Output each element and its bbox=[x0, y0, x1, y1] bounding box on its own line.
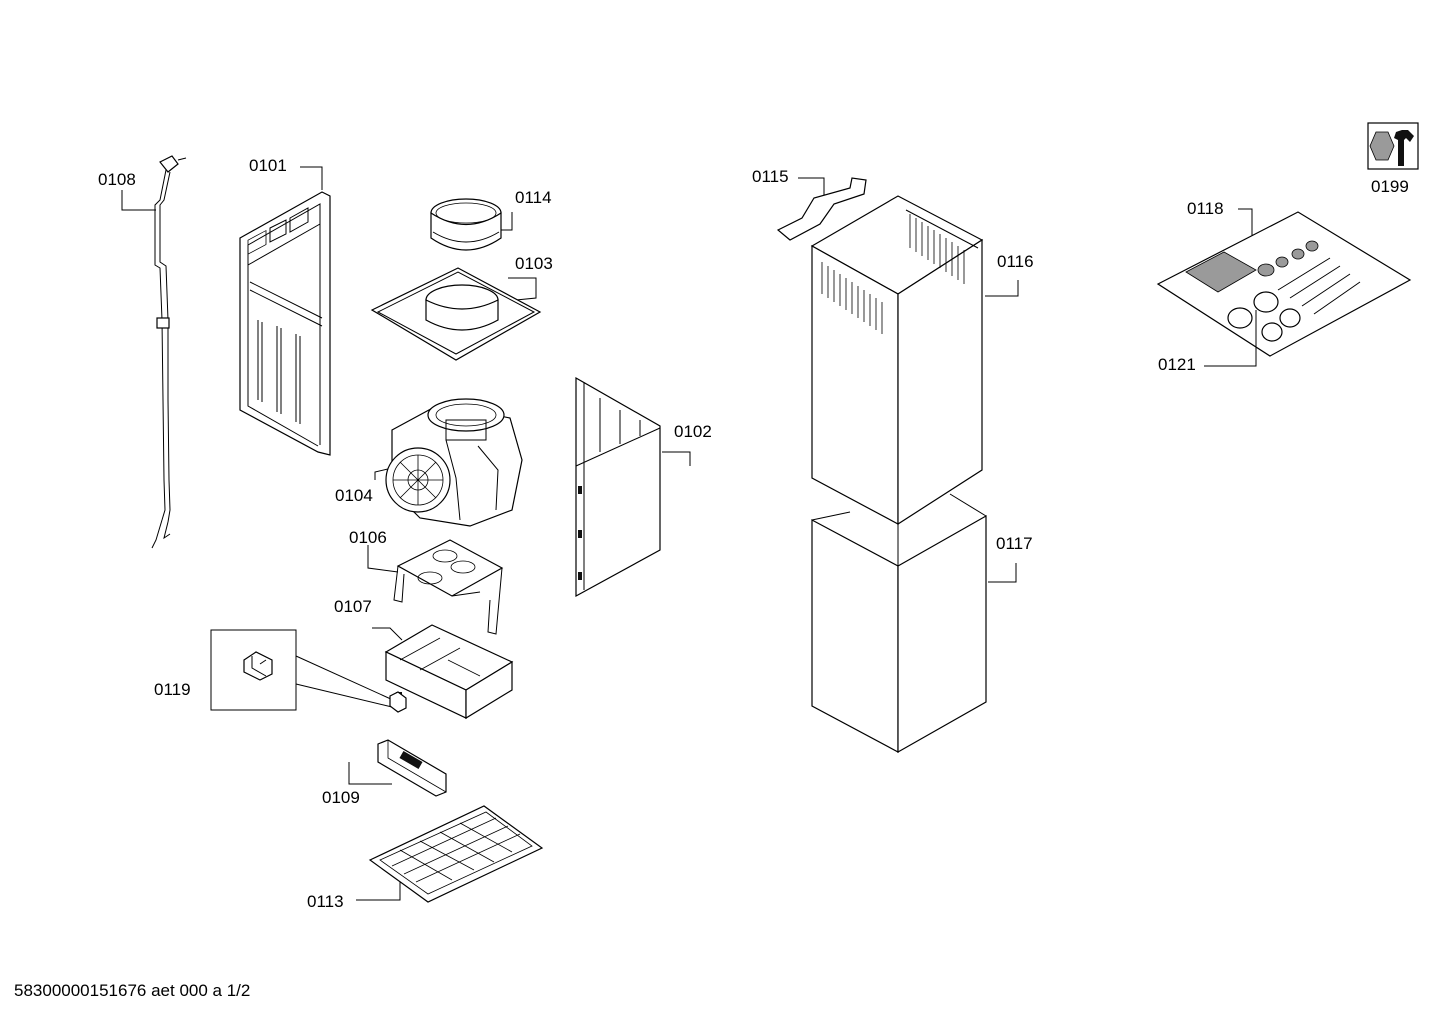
label-0103: 0103 bbox=[515, 254, 553, 273]
label-0109: 0109 bbox=[322, 788, 360, 807]
air-outlet-ring-part bbox=[430, 198, 513, 251]
label-0119: 0119 bbox=[154, 680, 191, 699]
label-0116: 0116 bbox=[997, 252, 1034, 271]
lower-chimney-part bbox=[811, 493, 1017, 754]
label-0106: 0106 bbox=[349, 528, 387, 547]
mounting-plate-part bbox=[370, 267, 542, 361]
chimney-bracket-part bbox=[776, 177, 867, 241]
control-panel-part bbox=[348, 739, 447, 797]
accessory-bag-part bbox=[1156, 208, 1412, 357]
upper-chimney-part bbox=[810, 195, 1019, 526]
electronics-box-part bbox=[372, 624, 514, 720]
label-0101: 0101 bbox=[249, 156, 287, 175]
label-0107: 0107 bbox=[334, 597, 372, 616]
label-0121: 0121 bbox=[1158, 355, 1196, 374]
knob-leader bbox=[1204, 310, 1257, 367]
label-0113: 0113 bbox=[307, 892, 344, 911]
label-0102: 0102 bbox=[674, 422, 712, 441]
label-0118: 0118 bbox=[1187, 199, 1224, 218]
label-0117: 0117 bbox=[996, 534, 1033, 553]
blower-motor-part bbox=[374, 398, 523, 527]
grease-filter-part bbox=[356, 805, 544, 903]
label-0199: 0199 bbox=[1371, 177, 1409, 196]
side-frame-part bbox=[575, 376, 691, 598]
label-0115: 0115 bbox=[752, 167, 789, 186]
wrench-nut-icon bbox=[1367, 122, 1419, 170]
back-panel-part bbox=[239, 166, 331, 456]
document-reference-footer: 58300000151676 aet 000 a 1/2 bbox=[14, 981, 251, 1000]
label-0114: 0114 bbox=[515, 188, 552, 207]
motor-bracket-part bbox=[367, 539, 504, 635]
clip-detail-inset bbox=[210, 629, 407, 713]
power-cable-part bbox=[121, 155, 187, 549]
label-0108: 0108 bbox=[98, 170, 136, 189]
label-0104: 0104 bbox=[335, 486, 373, 505]
